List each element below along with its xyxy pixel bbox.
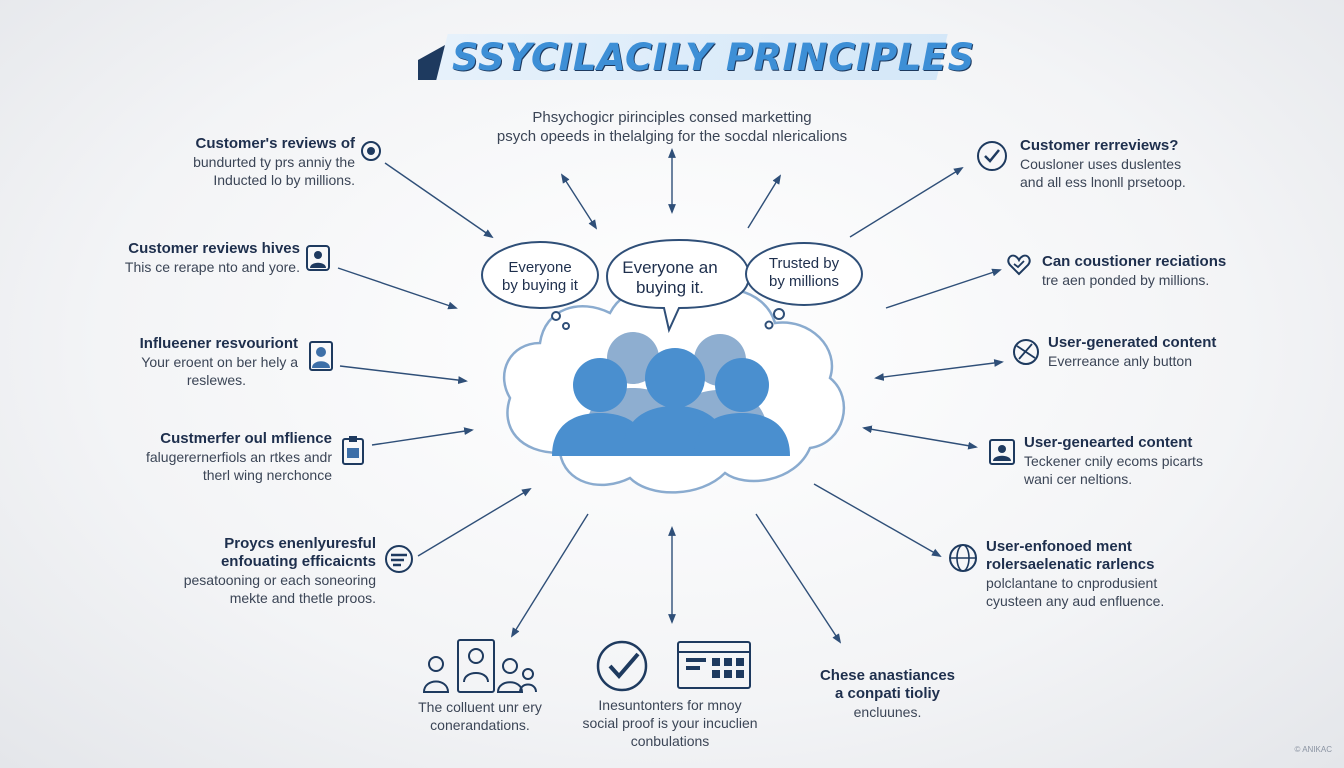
arrow-right-2 [885, 268, 1002, 309]
right-item-4: User-genearted content Teckener cnily ec… [1024, 434, 1224, 488]
people-group-icon [422, 639, 537, 693]
bubble-left-line-1: Everyone [508, 259, 572, 276]
globe-icon [1013, 339, 1039, 365]
bottom-item-2-line-3: conbulations [630, 733, 710, 749]
arrow-right-3 [874, 359, 1004, 381]
bottom-item-2: Inesuntonters for mnoy social proof is y… [570, 696, 770, 750]
bubble-left-text: Everyone by buying it [490, 259, 590, 295]
clipboard-icon [342, 436, 364, 465]
left-item-5-heading-2: enfouating efficaicnts [220, 553, 376, 570]
bottom-item-3-heading-2: a conpati tioliy [834, 685, 940, 702]
right-item-3-line-1: Everreance anly button [1048, 353, 1192, 369]
arrow-left-2 [337, 267, 458, 310]
right-item-2-heading: Can coustioner reciations [1042, 253, 1227, 270]
right-item-5-heading: User-enfonoed ment [986, 538, 1132, 555]
left-item-1-heading: Customer's reviews of [195, 135, 355, 152]
bubble-center-line-1: Everyone an [622, 258, 718, 277]
left-item-1: Customer's reviews of bundurted ty prs a… [150, 135, 355, 189]
right-item-3: User-generated content Everreance anly b… [1048, 334, 1248, 370]
left-item-3: Influeener resvouriont Your eroent on be… [110, 335, 298, 389]
arrow-top-1 [560, 173, 598, 230]
bottom-item-2-line-1: Inesuntonters for mnoy [598, 697, 742, 713]
subtitle: Phsychogicr pirinciples consed markettin… [440, 108, 904, 146]
bottom-item-1: The colluent unr ery conerandations. [405, 698, 555, 734]
left-item-4-line-2: therl wing nerchonce [202, 467, 332, 483]
bottom-item-2-line-2: social proof is your incuclien [582, 715, 758, 731]
arrow-right-4 [862, 425, 978, 450]
left-item-4-heading: Custmerfer oul mflience [160, 430, 332, 447]
arrow-left-1 [384, 162, 494, 239]
arrow-top-3 [747, 174, 782, 229]
left-item-5-heading: Proycs enenlyuresful [224, 535, 376, 552]
right-item-5-heading-2: rolersaelenatic rarlencs [986, 556, 1155, 573]
right-item-4-line-2: wani cer neltions. [1024, 471, 1133, 487]
right-item-5-line-1: polclantane to cnprodusient [986, 575, 1158, 591]
right-item-2-line-1: tre aen ponded by millions. [1042, 272, 1210, 288]
bubble-center-text: Everyone an buying it. [610, 258, 730, 298]
arrow-bottom-1 [510, 513, 589, 638]
right-item-1: Customer rerreviews? Cousloner uses dusl… [1020, 137, 1240, 191]
right-item-2: Can coustioner reciations tre aen ponded… [1042, 253, 1242, 289]
page-title: SSYCILACILY PRINCIPLES [452, 36, 975, 79]
bubble-right [745, 242, 863, 306]
bubble-left-line-2: by buying it [502, 277, 578, 294]
bottom-item-3-line-1: encluunes. [853, 704, 922, 720]
right-item-4-heading: User-genearted content [1024, 434, 1193, 451]
subtitle-line-1: Phsychogicr pirinciples consed markettin… [532, 109, 812, 126]
left-item-2-line-1: This ce rerape nto and yore. [124, 259, 300, 275]
bubble-center [605, 238, 751, 334]
arrow-right-1 [849, 166, 964, 238]
bubble-right-text: Trusted by by millions [754, 255, 854, 291]
person-frame-icon [309, 341, 333, 371]
bottom-item-3: Chese anastiances a conpati tioliy enclu… [800, 667, 975, 721]
bubble-right-line-2: by millions [768, 273, 840, 290]
bottom-item-3-heading: Chese anastiances [819, 667, 956, 684]
checkmark-browser-icon [596, 640, 751, 692]
speech-bubbles [481, 238, 863, 334]
left-item-1-line-1: bundurted ty prs anniy the [193, 154, 355, 170]
left-item-5: Proycs enenlyuresful enfouating efficaic… [150, 535, 376, 607]
watermark: © ANIKAC [1294, 745, 1332, 754]
right-item-1-line-2: and all ess lnonll prsetoop. [1020, 174, 1186, 190]
left-item-2: Customer reviews hives This ce rerape nt… [100, 240, 300, 276]
left-item-2-heading: Customer reviews hives [128, 240, 300, 257]
left-item-3-line-1: Your eroent on ber hely a [141, 354, 298, 370]
right-item-1-line-1: Cousloner uses duslentes [1020, 156, 1182, 172]
arrow-left-5 [417, 487, 532, 557]
left-item-5-line-1: pesatooning or each soneoring [183, 572, 376, 588]
arrow-left-4 [371, 427, 474, 446]
right-item-5: User-enfonoed ment rolersaelenatic rarle… [986, 538, 1196, 610]
world-icon [949, 544, 977, 572]
bubble-left [481, 241, 599, 309]
bubble-center-line-2: buying it. [635, 278, 705, 297]
left-item-1-line-2: Inducted lo by millions. [213, 172, 355, 188]
user-card-icon [306, 245, 330, 271]
left-item-5-line-2: mekte and thetle proos. [229, 590, 376, 606]
right-item-3-heading: User-generated content [1048, 334, 1217, 351]
target-icon [361, 141, 381, 161]
arrow-right-5 [813, 483, 942, 557]
left-item-4: Custmerfer oul mflience falugerernerfiol… [110, 430, 332, 484]
right-item-4-line-1: Teckener cnily ecoms picarts [1024, 453, 1203, 469]
right-item-1-heading: Customer rerreviews? [1020, 137, 1179, 154]
photo-icon [989, 439, 1015, 465]
bubble-right-line-1: Trusted by [768, 255, 840, 272]
arrow-left-3 [339, 365, 468, 384]
left-item-3-heading: Influeener resvouriont [139, 335, 298, 352]
right-item-5-line-2: cyusteen any aud enfluence. [986, 593, 1165, 609]
arrow-bottom-3 [755, 513, 842, 644]
subtitle-line-2: psych opeeds in thelalging for the socda… [496, 128, 848, 145]
chat-icon [385, 545, 413, 573]
crowd-cloud-icon [502, 285, 846, 494]
bottom-item-1-line-2: conerandations. [430, 717, 530, 733]
title-area: SSYCILACILY PRINCIPLES [418, 30, 975, 88]
check-circle-icon [977, 141, 1007, 171]
bottom-item-1-line-1: The colluent unr ery [418, 699, 542, 715]
left-item-3-line-2: reslewes. [186, 372, 246, 388]
heart-icon [1007, 254, 1031, 276]
left-item-4-line-1: falugerernerfiols an rtkes andr [146, 449, 332, 465]
